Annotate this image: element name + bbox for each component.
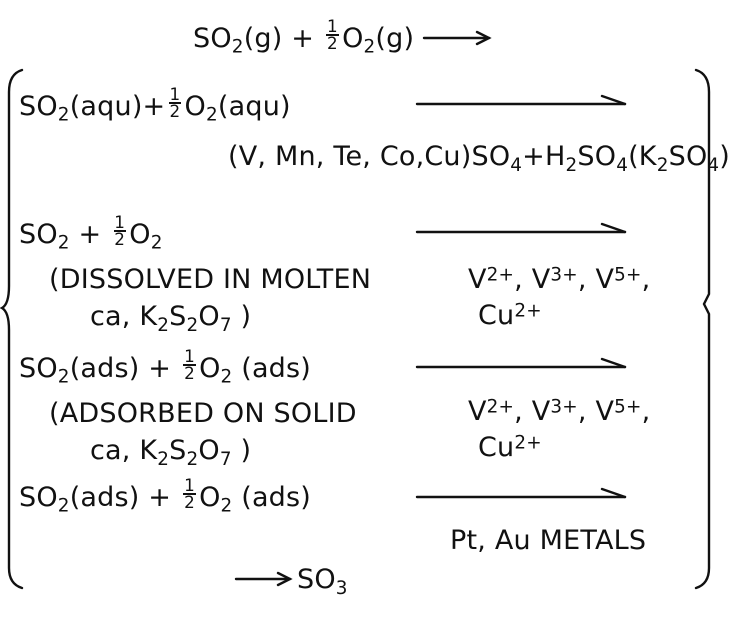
product-so3: SO3 [297, 564, 348, 599]
row4-catalyst: Pt, Au METALS [450, 525, 647, 556]
right-bracket [694, 68, 711, 590]
row2-ions-line2: Cu2+ [478, 300, 542, 331]
row3-arrow [415, 357, 627, 369]
row2-arrow [415, 222, 627, 234]
row1-catalyst: (V, Mn, Te, Co,Cu)SO4+H2SO4(K2SO4) [228, 141, 730, 176]
product-arrow [234, 571, 293, 587]
row3-note-line1: (ADSORBED ON SOLID [49, 398, 357, 429]
row2-ions-line1: V2+, V3+, V5+, [468, 264, 651, 295]
row4-arrow [415, 487, 627, 499]
left-brace [0, 68, 24, 590]
row1-arrow [415, 94, 627, 106]
row3-note-line2: ca, K2S2O7 ) [90, 435, 252, 470]
row2-note-line2: ca, K2S2O7 ) [90, 301, 252, 336]
row3-ions-line2: Cu2+ [478, 432, 542, 463]
row2-note-line1: (DISSOLVED IN MOLTEN [49, 264, 372, 295]
arrows-and-braces [0, 30, 711, 590]
row3-ions-line1: V2+, V3+, V5+, [468, 396, 651, 427]
top-arrow [422, 30, 492, 46]
